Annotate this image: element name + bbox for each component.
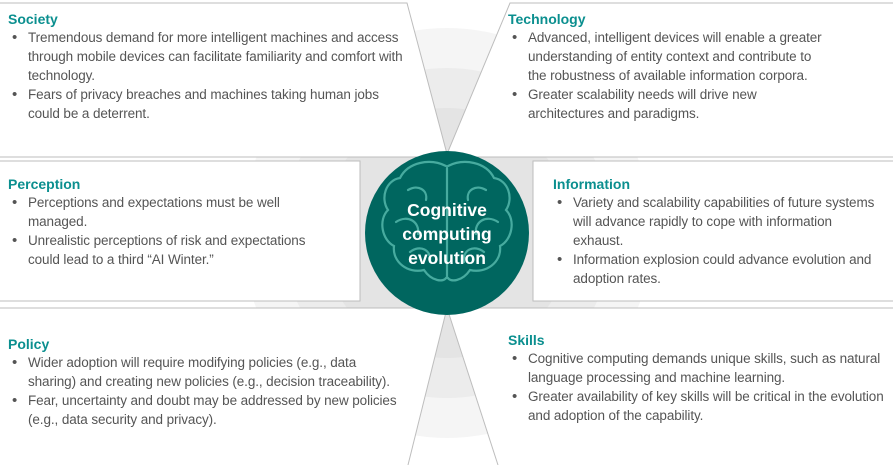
bullet-item: Variety and scalability capabilities of … <box>553 193 883 250</box>
bullet-item: Greater scalability needs will drive new… <box>508 85 893 123</box>
panel-title: Perception <box>8 176 81 192</box>
panel-technology: Technology Advanced, intelligent devices… <box>508 11 893 123</box>
bullet-list: Wider adoption will require modifying po… <box>8 353 403 429</box>
bullet-list: Variety and scalability capabilities of … <box>553 193 883 288</box>
panel-information: Information Variety and scalability capa… <box>553 176 883 288</box>
center-title: Cognitive computing evolution <box>402 200 492 268</box>
bullet-list: Cognitive computing demands unique skill… <box>508 349 888 425</box>
bullet-item: Greater availability of key skills will … <box>508 387 888 425</box>
bullet-item: Advanced, intelligent devices will enabl… <box>508 28 893 85</box>
brain-icon <box>381 160 513 282</box>
panel-title: Society <box>8 11 58 27</box>
bullet-item: Fear, uncertainty and doubt may be addre… <box>8 391 403 429</box>
panel-title: Policy <box>8 336 50 352</box>
panel-society: Society Tremendous demand for more intel… <box>8 11 403 123</box>
panel-policy: Policy Wider adoption will require modif… <box>8 336 403 429</box>
bullet-item: Wider adoption will require modifying po… <box>8 353 403 391</box>
bullet-list: Advanced, intelligent devices will enabl… <box>508 28 893 123</box>
bullet-item: Fears of privacy breaches and machines t… <box>8 85 403 123</box>
bullet-item: Perceptions and expectations must be wel… <box>8 193 318 231</box>
bullet-list: Tremendous demand for more intelligent m… <box>8 28 403 123</box>
bullet-item: Information explosion could advance evol… <box>553 250 883 288</box>
panel-title: Technology <box>508 11 586 27</box>
panel-title: Information <box>553 176 630 192</box>
bullet-item: Unrealistic perceptions of risk and expe… <box>8 231 318 269</box>
panel-perception: Perception Perceptions and expectations … <box>8 176 318 269</box>
bullet-item: Tremendous demand for more intelligent m… <box>8 28 403 85</box>
panel-skills: Skills Cognitive computing demands uniqu… <box>508 332 888 425</box>
bullet-item: Cognitive computing demands unique skill… <box>508 349 888 387</box>
bullet-list: Perceptions and expectations must be wel… <box>8 193 318 269</box>
panel-title: Skills <box>508 332 545 348</box>
